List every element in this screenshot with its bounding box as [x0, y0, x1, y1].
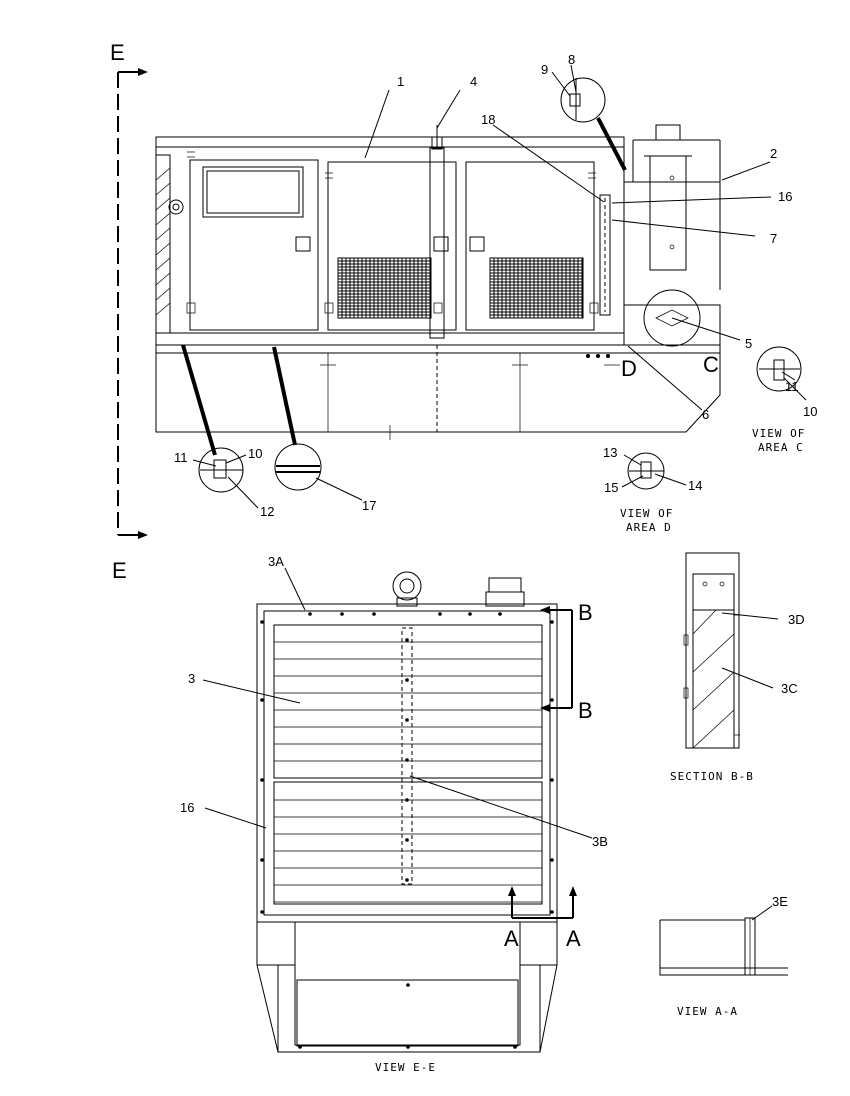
callout-9: 9 [541, 62, 548, 77]
bolt [513, 1045, 517, 1049]
side-view-enclosure [155, 124, 721, 440]
bolt [260, 778, 264, 782]
leader-lines-lower [202, 567, 779, 921]
detail-10-11-12 [181, 344, 244, 493]
bolt [405, 718, 409, 722]
bolt [405, 838, 409, 842]
callout-12: 12 [260, 504, 274, 519]
bolt [260, 858, 264, 862]
callout-17: 17 [362, 498, 376, 513]
caption-area-d-line2: AREA D [626, 521, 672, 534]
callout-3e: 3E [772, 894, 788, 909]
caption-view-e-e: VIEW E-E [375, 1061, 436, 1074]
bolt [298, 1045, 302, 1049]
callout-15: 15 [604, 480, 618, 495]
callout-10: 10 [248, 446, 262, 461]
caption-area-c-line2: AREA C [758, 441, 804, 454]
callout-1: 1 [397, 74, 404, 89]
caption-area-d-line1: VIEW OF [620, 507, 673, 520]
callout-8: 8 [568, 52, 575, 67]
caption-area-c-line1: VIEW OF [752, 427, 805, 440]
section-mark-b-top: B [578, 600, 593, 625]
section-line-e: E E [110, 40, 148, 583]
detail-17 [272, 346, 322, 491]
section-mark-a-left: A [504, 926, 519, 951]
callout-3c: 3C [781, 681, 798, 696]
callout-13: 13 [603, 445, 617, 460]
section-mark-e-top: E [110, 40, 125, 65]
callout-16-bottom: 16 [180, 800, 194, 815]
section-mark-b-bottom: B [578, 698, 593, 723]
callout-6: 6 [702, 407, 709, 422]
bolt [308, 612, 312, 616]
callout-11: 11 [174, 450, 188, 465]
view-a-a [659, 917, 788, 976]
callout-3b: 3B [592, 834, 608, 849]
bolt [260, 620, 264, 624]
bolt [550, 620, 554, 624]
bolt [550, 698, 554, 702]
bolt [405, 638, 409, 642]
callout-7: 7 [770, 231, 777, 246]
callout-2: 2 [770, 146, 777, 161]
view-captions: VIEW OF AREA C VIEW OF AREA D SECTION B-… [375, 427, 805, 1074]
view-e-e [256, 571, 558, 1053]
callout-3a: 3A [268, 554, 284, 569]
section-mark-e-mid: E [112, 558, 127, 583]
bolt [405, 878, 409, 882]
callout-16-top: 16 [778, 189, 792, 204]
bolt [405, 678, 409, 682]
section-mark-c: C [703, 352, 719, 377]
bolt [405, 798, 409, 802]
caption-section-b-b: SECTION B-B [670, 770, 754, 783]
bolt [550, 858, 554, 862]
bolt [406, 1045, 410, 1049]
detail-area-c [756, 346, 802, 392]
bolt [372, 612, 376, 616]
bolt [340, 612, 344, 616]
bolt [550, 910, 554, 914]
section-line-a: A A [504, 886, 581, 951]
callout-5: 5 [745, 336, 752, 351]
callout-3d: 3D [788, 612, 805, 627]
callout-18: 18 [481, 112, 495, 127]
section-mark-d: D [621, 356, 637, 381]
bolt [498, 612, 502, 616]
bolt [406, 983, 410, 987]
bolt [438, 612, 442, 616]
caption-view-a-a: VIEW A-A [677, 1005, 738, 1018]
section-b-b [683, 552, 740, 749]
bolt [550, 778, 554, 782]
callout-labels: 1 4 9 8 18 2 16 7 5 6 C D 11 10 11 10 12… [174, 52, 817, 909]
bolt [405, 758, 409, 762]
callout-10-area-c: 10 [803, 404, 817, 419]
section-line-b: B B [540, 600, 593, 723]
detail-8-9 [560, 77, 627, 171]
leader-lines-side [192, 64, 807, 509]
callout-3: 3 [188, 671, 195, 686]
callout-14: 14 [688, 478, 702, 493]
section-mark-a-right: A [566, 926, 581, 951]
bolt [468, 612, 472, 616]
detail-area-d [627, 452, 665, 490]
bolt [260, 910, 264, 914]
bolt [260, 698, 264, 702]
callout-11-area-c: 11 [785, 379, 799, 394]
callout-4: 4 [470, 74, 477, 89]
